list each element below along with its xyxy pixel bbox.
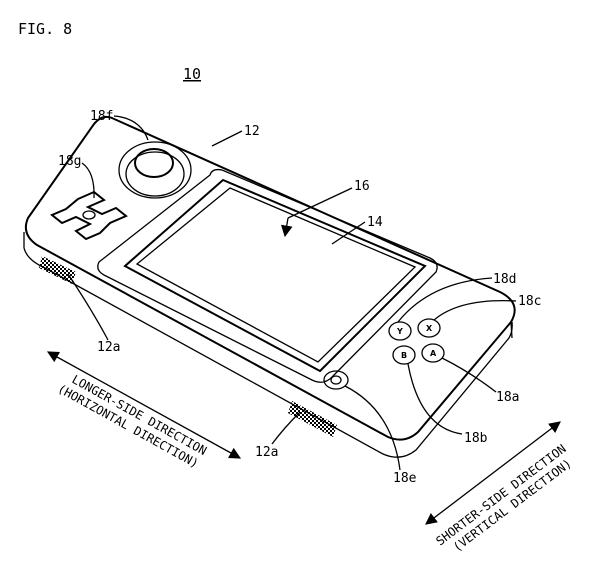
leader-button-b xyxy=(407,363,463,435)
shorter-side-line2: (VERTICAL DIRECTION) xyxy=(450,456,574,554)
button-a-letter: A xyxy=(430,349,437,358)
button-y xyxy=(388,321,412,341)
label-speaker-left: 12a xyxy=(97,340,120,355)
button-y-letter: Y xyxy=(396,327,403,336)
leader-button-a xyxy=(441,357,497,393)
longer-side-arrow xyxy=(46,351,242,459)
leader-button-x xyxy=(433,300,517,321)
analog-stick xyxy=(118,141,192,199)
dpad xyxy=(50,190,128,241)
leader-analog-stick xyxy=(113,115,149,141)
label-button-y: 18d xyxy=(493,272,516,287)
figure-label: FIG. 8 xyxy=(18,20,72,38)
shorter-side-caption: SHORTER-SIDE DIRECTION (VERTICAL DIRECTI… xyxy=(433,442,574,555)
button-x-letter: X xyxy=(426,324,433,333)
leader-touch-panel xyxy=(287,187,353,219)
label-button-a: 18a xyxy=(496,390,519,405)
button-a xyxy=(421,343,445,363)
touch-panel xyxy=(97,168,438,383)
game-device: Y X B A xyxy=(23,115,516,458)
leader-home-button xyxy=(344,385,401,471)
label-analog-stick: 18f xyxy=(90,109,113,124)
housing-side-edge xyxy=(510,321,513,339)
leader-speaker-left xyxy=(67,273,109,341)
label-button-x: 18c xyxy=(518,294,541,309)
label-touch-panel: 16 xyxy=(354,179,370,194)
display-inner-edge xyxy=(135,187,417,363)
label-home-button: 18e xyxy=(393,471,417,486)
longer-side-line1: LONGER-SIDE DIRECTION xyxy=(70,372,209,458)
speaker-grille-right xyxy=(288,401,337,437)
leader-display xyxy=(331,221,366,245)
button-b-letter: B xyxy=(401,351,407,360)
leader-speaker-right xyxy=(271,411,301,445)
leader-housing xyxy=(211,130,243,147)
label-housing: 12 xyxy=(244,124,260,139)
longer-side-line2: (HORIZONTAL DIRECTION) xyxy=(55,381,201,470)
leader-dpad xyxy=(81,162,95,199)
label-display: 14 xyxy=(367,215,383,230)
housing-top-surface xyxy=(24,115,516,441)
home-button xyxy=(323,370,349,390)
button-b xyxy=(392,345,416,365)
leader-button-y xyxy=(397,277,493,323)
shorter-side-arrow xyxy=(425,421,561,525)
label-dpad: 18g xyxy=(58,154,81,169)
face-buttons: Y X B A xyxy=(388,318,445,365)
speaker-grille-left xyxy=(39,256,76,284)
label-speaker-right: 12a xyxy=(255,445,278,460)
longer-side-caption: LONGER-SIDE DIRECTION (HORIZONTAL DIRECT… xyxy=(55,372,209,471)
shorter-side-line1: SHORTER-SIDE DIRECTION xyxy=(433,442,568,549)
device-reference: 10 xyxy=(183,65,201,83)
label-button-b: 18b xyxy=(464,431,488,446)
display-screen xyxy=(123,178,427,373)
touch-panel-arrow xyxy=(280,217,293,238)
button-x xyxy=(417,318,441,338)
